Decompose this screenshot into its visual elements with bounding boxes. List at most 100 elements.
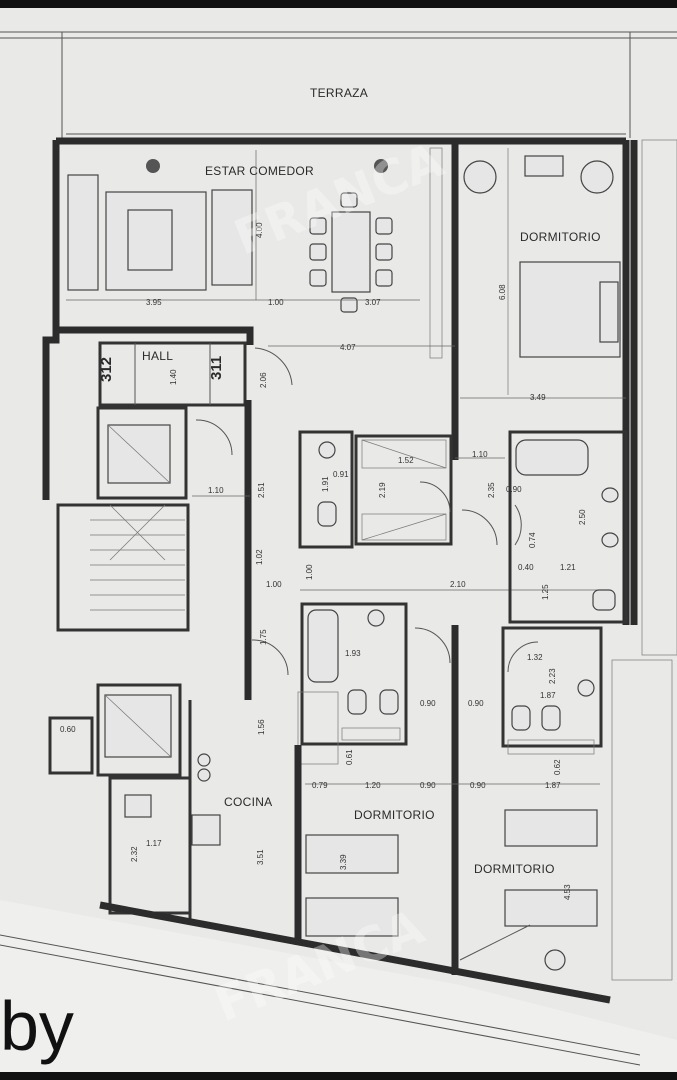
dim-bed2-a: 0.79	[312, 781, 328, 790]
dim-dining-width: 3.07	[365, 298, 381, 307]
dim-main-bed-h: 6.08	[498, 284, 507, 300]
chair-4	[375, 217, 393, 235]
living-dining-room: ESTAR COMEDOR 3.95 1.00 3.07 4.00	[66, 147, 443, 359]
dim-corr2-h: 2.35	[487, 482, 496, 498]
toilet-3a	[511, 705, 531, 731]
corridor-door-swing	[251, 639, 289, 676]
dim-hall-h: 1.40	[169, 369, 178, 385]
dim-corr3-a: 1.02	[255, 549, 264, 565]
dim-bed2-h: 3.39	[339, 854, 348, 870]
dim-corr4-b: 0.90	[468, 699, 484, 708]
dim-main-bed-w: 3.49	[530, 393, 546, 402]
bathroom-3: 1.32 2.23 1.87 0.62	[501, 626, 603, 775]
unit-number-311: 311	[208, 356, 225, 380]
room-label-dormitorio-2: DORMITORIO	[354, 808, 435, 822]
sink-ensuite-a	[601, 487, 619, 503]
pillow-main	[599, 281, 619, 343]
partial-caption: by	[0, 987, 74, 1065]
dim-bed3-a: 0.90	[470, 781, 486, 790]
toilet-2b	[379, 689, 399, 715]
entry-door-swing	[254, 347, 293, 386]
sofa-right	[211, 189, 253, 286]
bed-2b	[305, 897, 399, 937]
dim-corr4-c: 1.56	[257, 719, 266, 735]
dim-corr4-d: 0.61	[345, 749, 354, 765]
laundry-closet: 1.52 2.19	[354, 434, 453, 546]
bed3-door-swing	[459, 924, 531, 961]
kitchen-sink	[124, 794, 152, 818]
dim-corr3-d: 1.75	[259, 629, 268, 645]
bathroom-2: 1.93 0.61	[297, 602, 408, 765]
dim-kitchen-len: 3.51	[256, 849, 265, 865]
dim-bath3-c: 0.62	[553, 759, 562, 775]
toilet-ensuite	[592, 589, 616, 611]
dim-ensuite-c: 0.40	[518, 563, 534, 572]
bed-3b	[504, 889, 598, 927]
dim-bath3-w: 1.32	[527, 653, 543, 662]
chair-8	[340, 297, 358, 313]
dim-ensuite-e: 1.25	[541, 584, 550, 600]
dim-laundry-w: 1.52	[398, 456, 414, 465]
dim-stair-h: 2.51	[257, 482, 266, 498]
dim-corr3-b: 1.00	[266, 580, 282, 589]
sink-3	[577, 679, 595, 697]
stove-burner-2	[197, 768, 211, 782]
ensuite-bathroom: 0.90 2.50 0.74 0.40 1.21 1.25	[506, 430, 628, 624]
neighbor-block	[641, 139, 677, 656]
dim-ensuite-b: 0.74	[528, 532, 537, 548]
coffee-table	[127, 209, 173, 271]
sink-1	[318, 441, 336, 459]
facade-lines	[0, 901, 641, 1066]
bedroom-3: 0.90 1.87 DORMITORIO 4.53	[459, 781, 598, 971]
toilet-3b	[541, 705, 561, 731]
bathtub-2	[307, 609, 339, 683]
corridor: 1.10 2.51 1.02 1.00 1.00 2.10 1.75 1.56	[192, 400, 610, 735]
room-label-cocina: COCINA	[224, 795, 272, 809]
bathroom-1: 0.91 1.91	[298, 430, 354, 549]
desk	[524, 155, 564, 177]
hall-box	[98, 341, 247, 407]
corridor-4: 0.90 0.90	[420, 625, 484, 975]
lamp-right	[374, 159, 388, 173]
sink-ensuite-b	[601, 532, 619, 548]
dim-kitchen-w: 1.17	[146, 839, 162, 848]
dining-table	[331, 211, 371, 293]
dim-bed3-b: 1.87	[545, 781, 561, 790]
dim-laundry-h: 2.19	[378, 482, 387, 498]
dim-bed2-b: 1.20	[365, 781, 381, 790]
dim-hall-width: 4.07	[340, 343, 356, 352]
chair-6	[375, 269, 393, 287]
room-label-dormitorio-3: DORMITORIO	[474, 862, 555, 876]
rug	[105, 191, 207, 291]
dim-corr4-a: 0.90	[420, 699, 436, 708]
armchair-a	[463, 160, 497, 194]
corridor-2: 1.10 2.35	[455, 450, 505, 546]
toilet-2a	[347, 689, 367, 715]
room-label-estar-comedor: ESTAR COMEDOR	[205, 164, 314, 178]
unit-number-312: 312	[98, 357, 115, 382]
dim-bath3-b: 1.87	[540, 691, 556, 700]
dim-bath3-h: 2.23	[548, 668, 557, 684]
core-elevators-stairs: 0.60	[48, 406, 190, 777]
main-bedroom: DORMITORIO 6.08 3.49	[460, 148, 626, 402]
dim-bed3-h: 4.53	[563, 884, 572, 900]
dim-bed2-c: 0.90	[420, 781, 436, 790]
dim-living-mid: 1.00	[268, 298, 284, 307]
stove-burner	[197, 753, 211, 767]
room-label-terraza: TERRAZA	[310, 86, 368, 100]
bed-2a	[305, 834, 399, 874]
dim-corr3-c: 1.00	[305, 564, 314, 580]
dim-corridor-w: 1.10	[208, 486, 224, 495]
dim-corridor-v: 2.06	[259, 372, 268, 388]
toilet-1	[317, 501, 337, 527]
sink-2	[367, 609, 385, 627]
plant-pot	[544, 949, 566, 971]
sofa-left	[67, 174, 99, 291]
bedroom-2: 0.79 1.20 0.90 DORMITORIO 3.39	[294, 745, 600, 945]
chair-7	[340, 192, 358, 208]
room-label-dormitorio-main: DORMITORIO	[520, 230, 601, 244]
kitchen: COCINA 1.17 2.32 3.51	[108, 700, 272, 920]
dim-small-w: 0.60	[60, 725, 76, 734]
bed-3a	[504, 809, 598, 847]
